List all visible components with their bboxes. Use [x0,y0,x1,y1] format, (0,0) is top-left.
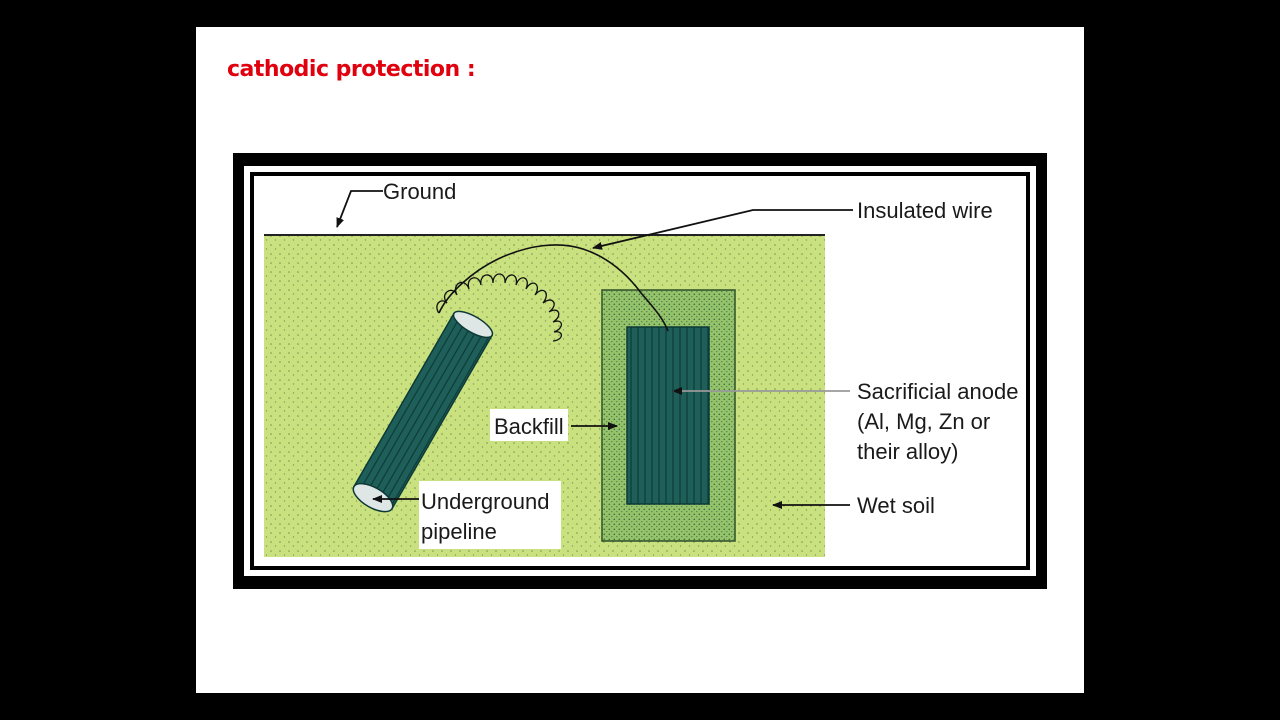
insulated-wire-arrow [592,209,853,250]
pipeline-label-line2: pipeline [421,519,497,544]
backfill-label-bg [490,409,568,441]
sacrificial-anode [626,326,710,505]
ground-arrow [336,190,383,228]
insulated-wire-label: Insulated wire [857,198,993,223]
wet-soil-label: Wet soil [857,493,935,518]
cathodic-protection-diagram: Ground Insulated wire Sacrificial anode … [233,153,1047,589]
sacrificial-anode-label-line1: Sacrificial anode [857,379,1018,404]
pipeline-label-line1: Underground [421,489,549,514]
backfill-label: Backfill [494,414,564,439]
sacrificial-anode-label-line3: their alloy) [857,439,958,464]
insulated-wire [436,244,669,342]
sacrificial-anode-label-line2: (Al, Mg, Zn or [857,409,990,434]
ground-label: Ground [383,179,456,204]
diagram-svg: Ground Insulated wire Sacrificial anode … [244,166,1036,576]
slide-title: cathodic protection : [227,57,476,82]
pipeline-label-bg [419,481,561,549]
